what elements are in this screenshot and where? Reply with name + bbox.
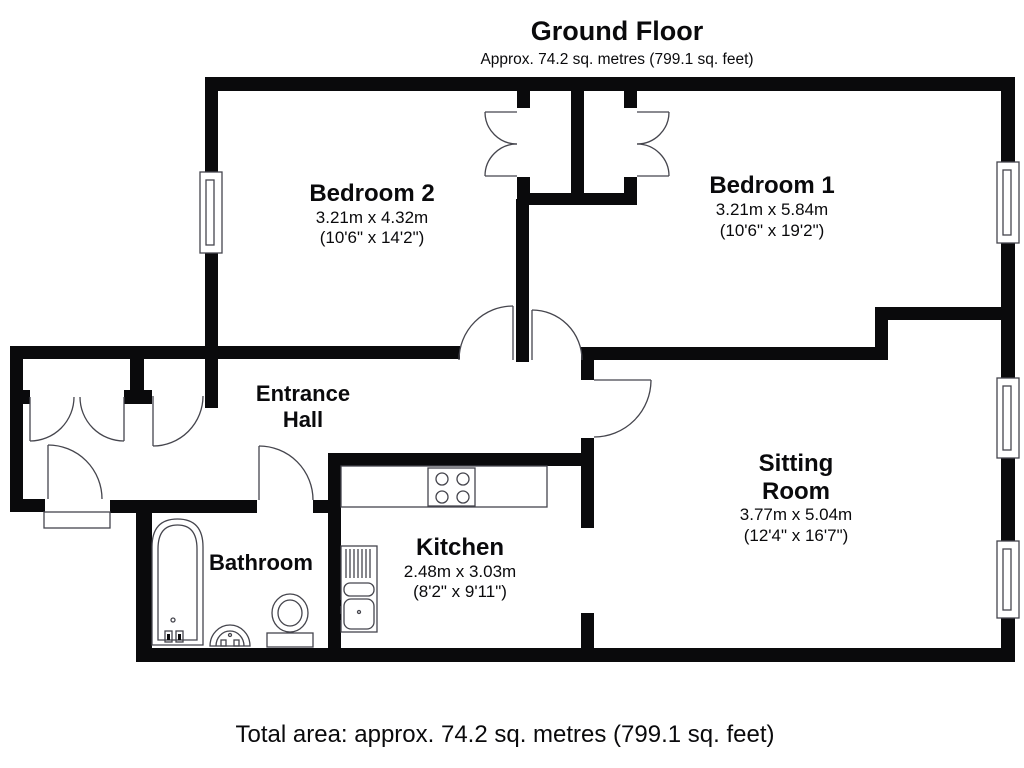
wash-basin (209, 624, 251, 647)
kitchen-imperial: (8'2" x 9'11") (413, 582, 507, 601)
sitting-room-name-line1: Sitting (759, 450, 834, 477)
bedroom2-wardrobe-doors (484, 111, 518, 177)
bedroom2-imperial: (10'6" x 14'2") (320, 228, 425, 247)
entrance-hall-name-line1: Entrance (256, 381, 350, 406)
sitting-room-door (593, 379, 652, 438)
bedroom2-label: Bedroom 2 3.21m x 4.32m (10'6" x 14'2") (309, 180, 434, 247)
bedroom1-name: Bedroom 1 (709, 172, 834, 199)
kitchen-tap (336, 600, 341, 606)
bedroom1-window (996, 161, 1020, 244)
page-title: Ground Floor (531, 16, 704, 46)
sitting-room-window-upper (996, 377, 1020, 459)
bathroom-fixtures (151, 518, 314, 648)
bedroom1-door (531, 309, 583, 361)
entrance-hall-name-line2: Hall (283, 407, 323, 432)
sitting-room-label: Sitting Room 3.77m x 5.04m (12'4" x 16'7… (740, 450, 852, 545)
bathroom-label: Bathroom (209, 550, 313, 575)
bedroom1-wardrobe-doors (636, 111, 670, 177)
bathroom-name: Bathroom (209, 550, 313, 575)
walls (10, 77, 1015, 662)
bathroom-door (258, 445, 314, 501)
sitting-room-window-lower (996, 540, 1020, 619)
kitchen-sink-unit (336, 545, 378, 633)
windows (199, 161, 1020, 619)
bedroom2-metric: 3.21m x 4.32m (316, 208, 428, 227)
front-door-threshold (43, 511, 111, 529)
bedroom2-door (458, 305, 514, 361)
kitchen-label: Kitchen 2.48m x 3.03m (8'2" x 9'11") (404, 534, 516, 601)
entrance-cupboard-doors (29, 396, 125, 442)
bedroom1-metric: 3.21m x 5.84m (716, 200, 828, 219)
bath-tub (151, 518, 204, 646)
kitchen-name: Kitchen (416, 534, 504, 561)
doors (29, 111, 670, 529)
sitting-room-imperial: (12'4" x 16'7") (744, 526, 849, 545)
entrance-hall-label: Entrance Hall (256, 381, 350, 432)
lobby-door (152, 395, 204, 447)
front-door (43, 444, 111, 529)
room-labels: Bedroom 2 3.21m x 4.32m (10'6" x 14'2") … (209, 172, 852, 601)
total-area-text: Total area: approx. 74.2 sq. metres (799… (236, 721, 775, 748)
bedroom2-name: Bedroom 2 (309, 180, 434, 207)
sitting-room-metric: 3.77m x 5.04m (740, 505, 852, 524)
toilet (266, 593, 314, 648)
kitchen-metric: 2.48m x 3.03m (404, 562, 516, 581)
sitting-room-name-line2: Room (762, 478, 830, 505)
bedroom2-window (199, 171, 223, 254)
bedroom1-label: Bedroom 1 3.21m x 5.84m (10'6" x 19'2") (709, 172, 834, 240)
kitchen-fixtures (336, 465, 548, 633)
kitchen-tap (336, 614, 341, 620)
page-subtitle: Approx. 74.2 sq. metres (799.1 sq. feet) (480, 51, 753, 68)
bedroom1-imperial: (10'6" x 19'2") (720, 221, 825, 240)
kitchen-hob (427, 467, 476, 507)
